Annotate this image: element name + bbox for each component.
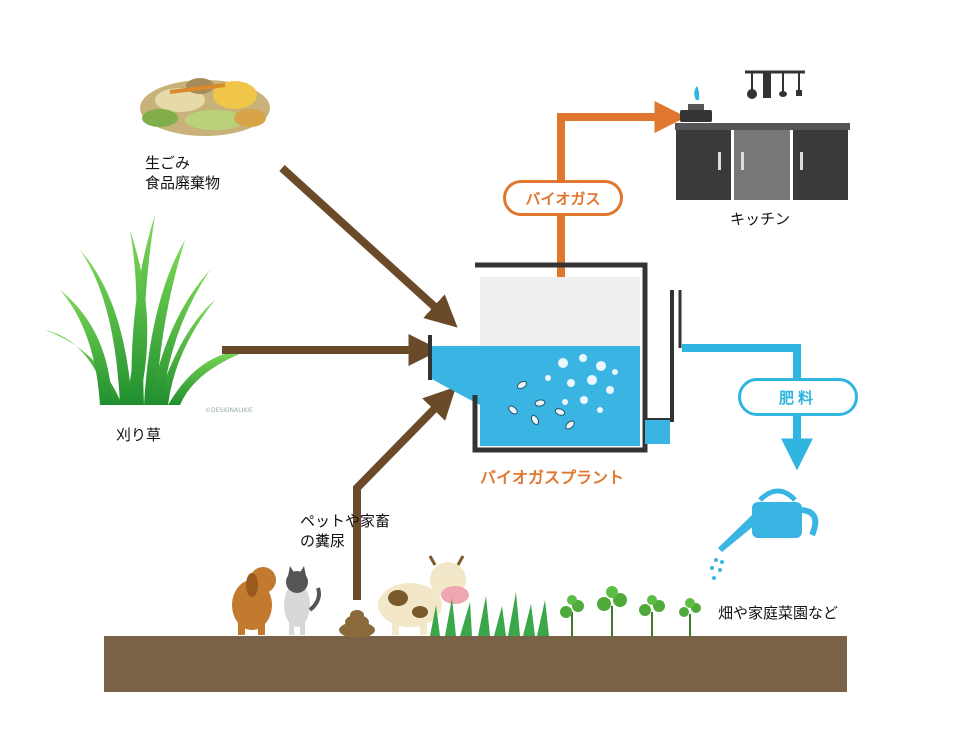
watering-can-icon: [710, 488, 819, 580]
food-waste-label-line1: 生ごみ: [145, 154, 191, 172]
food-waste-icon: [140, 78, 270, 136]
bubbles: [545, 354, 618, 413]
cow-icon: [378, 555, 469, 635]
fertilizer-badge-text: 肥料: [778, 388, 817, 407]
fertilizer-pipe: [682, 344, 813, 471]
manure-label-line1: ペットや家畜: [300, 512, 391, 530]
farm-label: 畑や家庭菜園など: [718, 604, 839, 622]
kitchen-label: キッチン: [730, 210, 791, 228]
biogas-badge-text: バイオガス: [525, 189, 601, 208]
manure-icon: [339, 610, 375, 638]
biogas-plant-tank: [428, 262, 682, 453]
manure-label-line2: の糞尿: [300, 532, 346, 550]
seedlings-icon: [560, 586, 701, 636]
biogas-pipe: [557, 101, 687, 285]
biogas-plant-label: バイオガスプラント: [480, 468, 625, 487]
manure-arrow: [353, 386, 457, 600]
food-waste-label-line2: 食品廃棄物: [145, 174, 221, 192]
kitchen-icon: [675, 70, 850, 200]
biogas-badge: バイオガス: [503, 180, 623, 216]
grass-icon: [45, 215, 250, 405]
cat-icon: [284, 566, 321, 635]
food-waste-arrow: [279, 165, 458, 328]
microbes: [508, 380, 575, 430]
fertilizer-badge: 肥料: [738, 378, 858, 416]
dog-icon: [232, 567, 276, 635]
grass-label: 刈り草: [116, 426, 162, 444]
watermark: ©DESIGNALIKIE: [205, 407, 253, 414]
ground: [104, 636, 847, 692]
ground-grass: [430, 592, 549, 636]
